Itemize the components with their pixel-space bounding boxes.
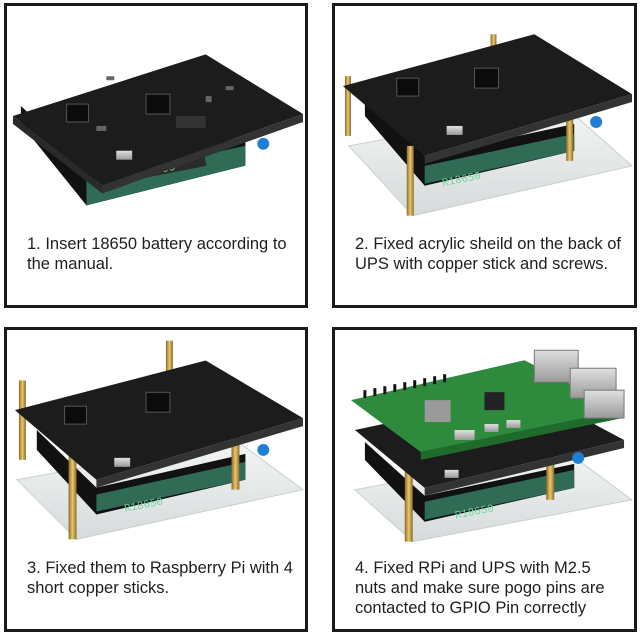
step-2-panel: R18650 2. Fixed acrylic sheild on the ba…: [332, 3, 637, 308]
ups-with-raspberry-pi-image: R18650: [335, 330, 634, 545]
step-4-panel: R18650 4. Fixed: [332, 327, 637, 632]
step-3-caption: 3. Fixed them to Raspberry Pi with 4 sho…: [27, 559, 293, 597]
step-3-panel: R18650 3. Fixed them to Raspberry Pi wit…: [4, 327, 308, 632]
step-4-caption: 4. Fixed RPi and UPS with M2.5 nuts and …: [355, 559, 605, 617]
step-1-caption: 1. Insert 18650 battery according to the…: [27, 235, 287, 273]
ups-with-acrylic-shield-image: R18650: [335, 6, 634, 221]
step-1-panel: R18650 1. Insert 18650 battery according…: [4, 3, 308, 308]
ups-board-with-battery-image: R18650: [7, 6, 305, 221]
ups-with-copper-sticks-image: R18650: [7, 330, 305, 545]
step-2-caption: 2. Fixed acrylic sheild on the back of U…: [355, 235, 621, 273]
